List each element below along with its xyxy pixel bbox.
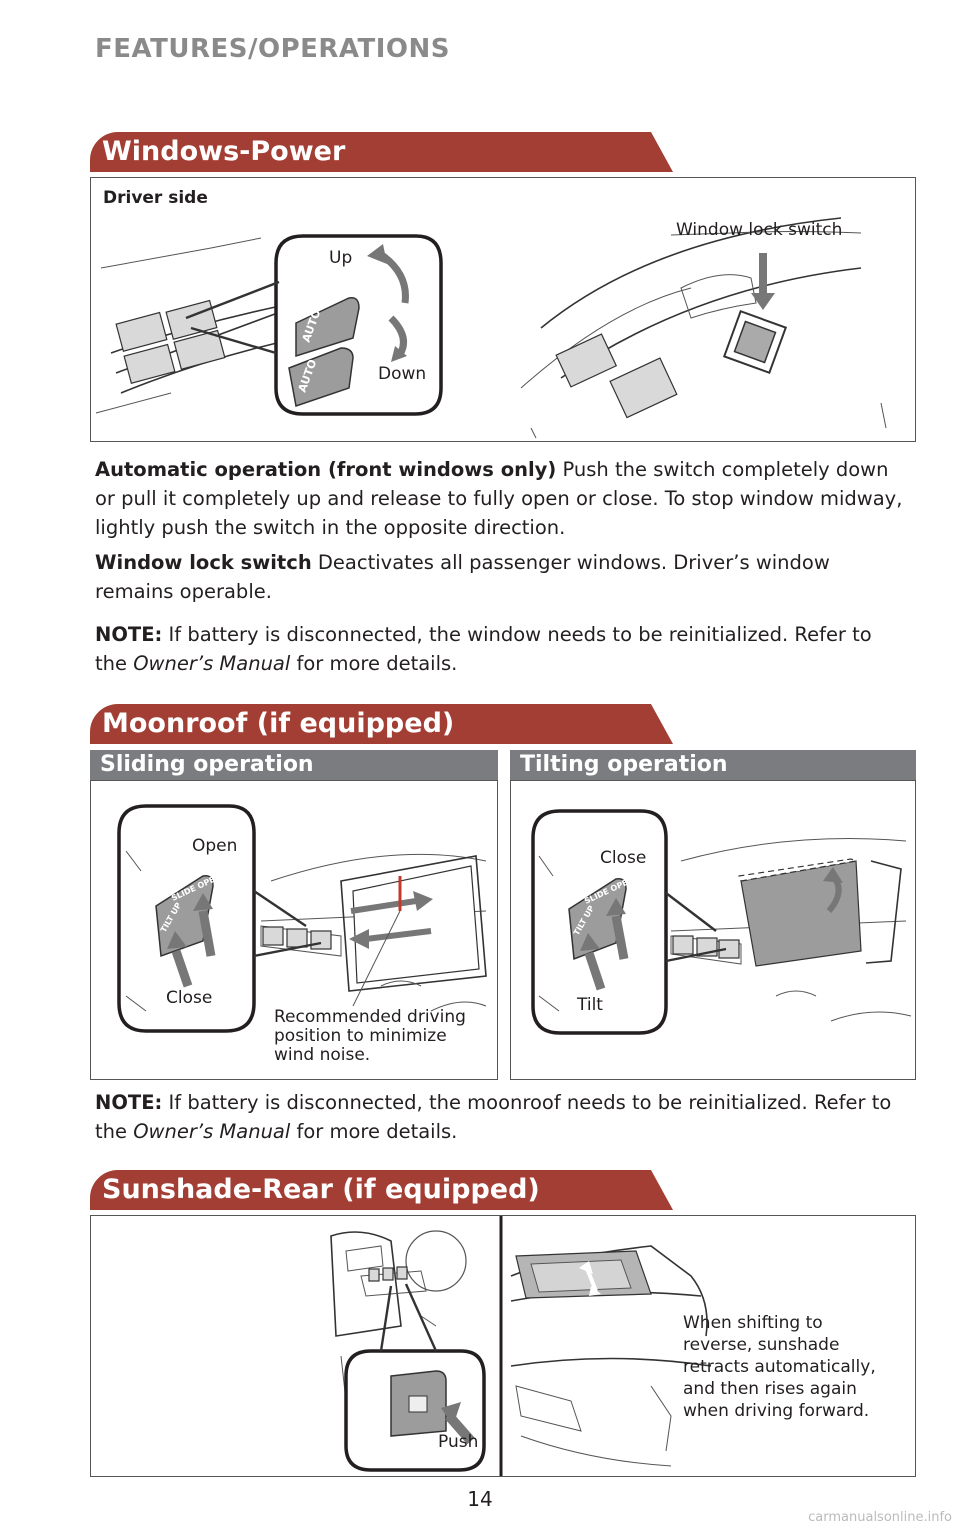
moonroof-title: Moonroof (if equipped) [90,704,673,744]
moonroof-note-text-end: for more details. [290,1120,458,1143]
recommend-line-2: position to minimize [274,1026,447,1046]
push-label: Push [438,1432,479,1452]
sunshade-desc-line-5: when driving forward. [683,1401,870,1421]
recommend-line-1: Recommended driving [274,1007,466,1027]
windows-note-paragraph: NOTE: If battery is disconnected, the wi… [95,620,905,678]
tilting-figure: SLIDE OPEN TILT UP Close Tilt [510,780,916,1080]
moonroof-note-label: NOTE: [95,1091,163,1114]
page-number: 14 [467,1487,493,1511]
auto-operation-text: Push the switch completely down or pull … [95,458,903,539]
driver-side-label: Driver side [103,188,208,208]
open-label: Open [192,836,238,856]
up-label: Up [329,248,353,268]
sliding-illustration: SLIDE OPEN TILT UP [117,804,487,1033]
auto-operation-label: Automatic operation (front windows only) [95,458,557,481]
down-label: Down [378,364,427,384]
windows-power-title: Windows-Power [90,132,673,172]
window-lock-text: Deactivates all passenger windows. Drive… [95,551,830,603]
sunshade-illustration [330,1216,712,1476]
sliding-operation-title: Sliding operation [90,750,498,780]
recommend-note: Recommended driving position to minimize… [274,1008,466,1065]
windows-note-label: NOTE: [95,623,163,646]
tilting-close-label: Close [600,848,647,868]
moonroof-note-manual: Owner’s Manual [133,1120,291,1143]
sunshade-title: Sunshade-Rear (if equipped) [90,1170,673,1210]
windows-illustration: AUTO AUTO [95,217,887,439]
tilt-label: Tilt [577,995,603,1015]
watermark: carmanualsonline.info [808,1510,952,1525]
tilting-operation-title: Tilting operation [510,750,916,780]
windows-figure: AUTO AUTO Driver side Up Down Window loc… [90,177,916,442]
sliding-close-label: Close [166,988,213,1008]
window-lock-paragraph: Window lock switch Deactivates all passe… [95,548,905,606]
tilting-illustration: SLIDE OPEN TILT UP [531,809,912,1035]
window-lock-label: Window lock switch [95,551,312,574]
sunshade-desc-line-2: reverse, sunshade [683,1335,840,1355]
sliding-figure: SLIDE OPEN TILT UP Open Close Recommende… [90,780,498,1080]
sunshade-desc-line-3: retracts automatically, [683,1357,876,1377]
sunshade-figure: When shifting to reverse, sunshade retra… [90,1215,916,1477]
windows-note-manual: Owner’s Manual [133,652,291,675]
section-header: FEATURES/OPERATIONS [95,34,451,64]
sunshade-desc-line-4: and then rises again [683,1379,857,1399]
sunshade-description: When shifting to reverse, sunshade retra… [683,1312,876,1422]
windows-note-text-end: for more details. [290,652,458,675]
recommend-line-3: wind noise. [274,1045,371,1065]
moonroof-note-paragraph: NOTE: If battery is disconnected, the mo… [95,1088,905,1146]
sunshade-desc-line-1: When shifting to [683,1313,823,1333]
auto-operation-paragraph: Automatic operation (front windows only)… [95,455,905,542]
moonroof-note-text: If battery is disconnected, the moonroof… [95,1091,892,1143]
windows-note-text: If battery is disconnected, the window n… [95,623,872,675]
window-lock-switch-label: Window lock switch [676,220,843,240]
